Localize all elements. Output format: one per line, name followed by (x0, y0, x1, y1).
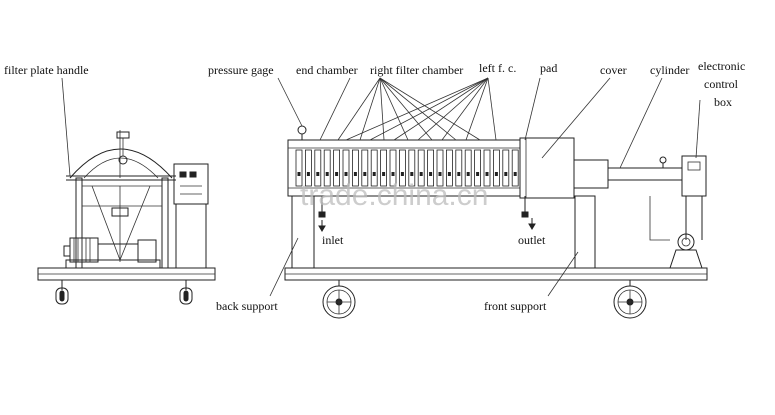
filter-plate (398, 149, 406, 187)
plate-handle-mark (466, 172, 470, 176)
filter-plate (342, 149, 350, 187)
plate-handle-mark (419, 172, 423, 176)
filter-plate (455, 149, 463, 187)
plate-handle-mark (457, 172, 461, 176)
label-inlet: inlet (322, 233, 344, 247)
filter-plate (436, 149, 444, 187)
side-control-box (173, 163, 209, 268)
front-wheel-right (613, 280, 647, 319)
plate-handle-mark (429, 172, 433, 176)
plate-handle-mark (485, 172, 489, 176)
plate-handle-mark (335, 172, 339, 176)
filter-plate (511, 149, 519, 187)
filter-plate (408, 149, 416, 187)
watermark: trade.china.cn (300, 179, 488, 212)
filter-plate (361, 149, 369, 187)
plate-handle-mark (353, 172, 357, 176)
filter-plate (314, 149, 322, 187)
filter-plate (427, 149, 435, 187)
label-cylinder: cylinder (650, 63, 689, 77)
plate-handle-mark (363, 172, 367, 176)
side-view (37, 130, 216, 305)
filter-plate (445, 149, 453, 187)
front-wheel-left (322, 280, 356, 319)
filter-plate (370, 149, 378, 187)
label-box: box (714, 95, 732, 109)
label-electronic: electronic (698, 59, 745, 73)
plate-handle-mark (325, 172, 329, 176)
side-wheel-left (55, 287, 69, 305)
label-back-support: back support (216, 299, 278, 313)
filter-plate (295, 149, 303, 187)
filter-plate (351, 149, 359, 187)
label-outlet: outlet (518, 233, 546, 247)
filter-plate (483, 149, 491, 187)
front-view: trade.china.cn filter plate handle press… (4, 59, 745, 319)
inlet-pipe (318, 196, 326, 232)
filter-plate (389, 149, 397, 187)
plate-handle-mark (513, 172, 517, 176)
label-front-support: front support (484, 299, 547, 313)
plate-handle-mark (382, 172, 386, 176)
filter-plate (304, 149, 312, 187)
filter-plate (502, 149, 510, 187)
label-right-filter-chamber: right filter chamber (370, 63, 463, 77)
plate-handle-mark (344, 172, 348, 176)
filter-plate (464, 149, 472, 187)
label-control: control (704, 77, 739, 91)
electronic-control-box (649, 155, 707, 269)
cylinder (573, 156, 682, 189)
outlet-pipe (521, 196, 536, 230)
plate-handle-mark (410, 172, 414, 176)
label-cover: cover (600, 63, 627, 77)
label-filter-plate-handle: filter plate handle (4, 63, 89, 77)
motor-unit (63, 237, 161, 269)
plate-handle-mark (316, 172, 320, 176)
filter-plate (323, 149, 331, 187)
filter-plate (417, 149, 425, 187)
pad-cover (519, 137, 575, 199)
pressure-gage (297, 125, 307, 140)
plate-handle-mark (476, 172, 480, 176)
label-pressure-gage: pressure gage (208, 63, 274, 77)
label-pad: pad (540, 61, 557, 75)
side-wheel-right (179, 287, 193, 305)
front-support (574, 195, 596, 269)
leader-lines (61, 77, 701, 297)
plate-handle-mark (400, 172, 404, 176)
plate-handle-mark (372, 172, 376, 176)
filter-plate (380, 149, 388, 187)
filter-plate (333, 149, 341, 187)
plate-handle-mark (306, 172, 310, 176)
filter-plate (492, 149, 500, 187)
label-left-fc: left f. c. (479, 61, 516, 75)
plate-handle-mark (494, 172, 498, 176)
plate-handle-mark (391, 172, 395, 176)
plate-handle-mark (297, 172, 301, 176)
plate-handle-mark (447, 172, 451, 176)
label-end-chamber: end chamber (296, 63, 358, 77)
plate-handle-mark (504, 172, 508, 176)
plate-handle-mark (438, 172, 442, 176)
filter-plate (474, 149, 482, 187)
